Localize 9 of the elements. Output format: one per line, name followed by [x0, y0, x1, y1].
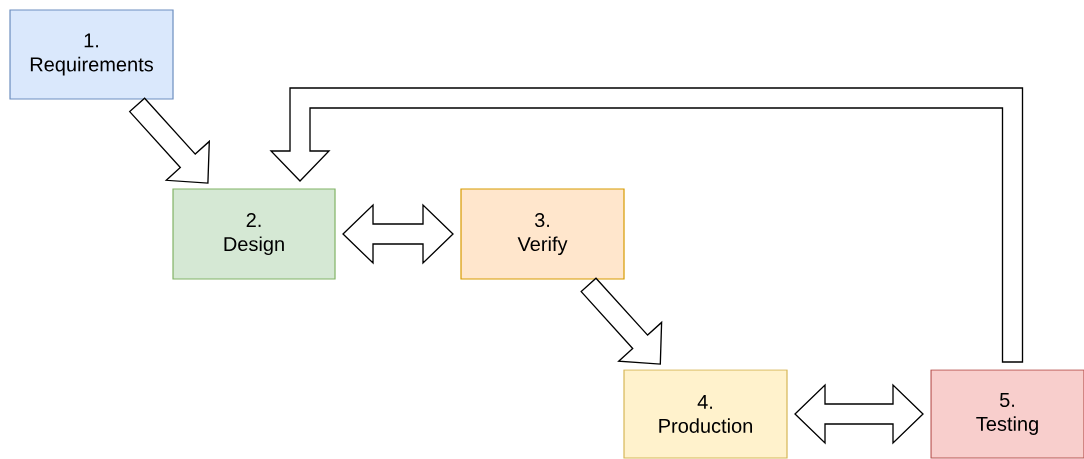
block-arrow [580, 277, 663, 365]
process-box: 5. Testing [930, 369, 1084, 459]
block-arrow [342, 203, 454, 265]
process-box: 3. Verify [460, 188, 625, 280]
process-box: 1. Requirements [9, 9, 174, 100]
process-box: 2. Design [172, 188, 336, 280]
block-arrow [269, 87, 1024, 363]
process-box: 4. Production [623, 369, 788, 459]
block-arrow [794, 383, 924, 445]
